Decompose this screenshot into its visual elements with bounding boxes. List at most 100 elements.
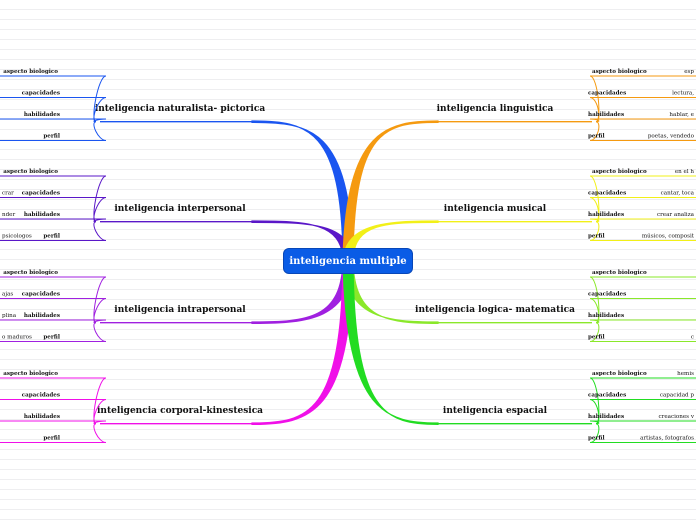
leaf-logica-1[interactable]: capacidades [588,292,696,324]
leaf-label: habilidades [588,112,624,118]
branch-label-musical[interactable]: inteligencia musical [444,204,547,214]
leaf-connector [589,121,600,141]
leaf-label: aspecto biologico [3,371,58,377]
leaf-connector [589,197,600,223]
branch-label-linguistica[interactable]: inteligencia linguistica [437,104,554,114]
leaf-text: c [691,335,694,341]
leaf-connector [93,322,107,342]
central-topic-label: inteligencia multiple [289,255,407,267]
leaf-connector [589,423,600,443]
leaf-label: habilidades [588,212,624,218]
leaf-text: ajas [2,292,13,298]
leaf-connector [93,175,107,223]
leaf-label: capacidades [22,393,60,399]
leaf-label: perfil [588,335,605,341]
leaf-text: psicologos [2,234,32,240]
branch-label-corporal[interactable]: inteligencia corporal-kinestesica [97,406,263,416]
leaf-naturalista-2[interactable]: habilidades [0,112,107,123]
leaf-interpersonal-3[interactable]: perfil psicologos [0,221,107,241]
leaves: aspecto biologico capacidades habilidades p… [0,69,696,443]
leaf-interpersonal-2[interactable]: habilidades nder [0,212,107,223]
leaf-label: aspecto biologico [3,270,58,276]
leaf-label: perfil [588,134,605,140]
leaf-connector [93,276,107,324]
leaf-text: hablar, e [669,112,694,118]
leaf-label: perfil [43,335,60,341]
leaf-espacial-2[interactable]: habilidades creaciones v [588,414,696,425]
leaf-text: cantar, toca [661,191,695,197]
leaf-connector [589,298,600,324]
leaf-logica-3[interactable]: perfil c [588,322,696,342]
leaf-text: creaciones v [659,414,695,420]
leaf-espacial-1[interactable]: capacidades capacidad p [588,393,696,425]
leaf-intrapersonal-2[interactable]: habilidades plina [0,313,107,324]
leaf-connector [93,221,107,241]
leaf-label: habilidades [24,414,60,420]
leaf-linguistica-3[interactable]: perfil poetas, vendedo [588,121,696,141]
leaf-label: habilidades [24,112,60,118]
leaf-linguistica-1[interactable]: capacidades lectura, [588,91,696,123]
branch-connector [342,120,439,261]
leaf-label: aspecto biologico [3,69,58,75]
leaf-label: perfil [43,134,60,140]
leaf-musical-1[interactable]: capacidades cantar, toca [588,191,696,223]
leaf-label: capacidades [22,91,60,97]
leaf-text: poetas, vendedo [648,134,695,140]
branches: inteligencia naturalista- pictorica intel… [95,104,592,426]
branch-connector [342,259,439,426]
leaf-text: artistas, fotografos [640,436,694,442]
leaf-label: habilidades [24,212,60,218]
leaf-intrapersonal-3[interactable]: perfil o maduros [0,322,107,342]
leaf-naturalista-3[interactable]: perfil [0,121,107,141]
leaf-text: hemis [677,371,694,377]
leaf-connector [93,75,107,123]
leaf-text: plina [2,313,17,319]
branch-connector [251,120,354,261]
leaf-label: habilidades [588,313,624,319]
branch-connector [251,259,354,426]
central-topic[interactable]: inteligencia multiple [284,249,412,273]
leaf-text: crar [2,191,14,197]
leaf-connector [589,399,600,425]
leaf-label: capacidades [588,191,626,197]
leaf-text: músicos, composit [642,233,695,240]
leaf-musical-3[interactable]: perfil músicos, composit [588,221,696,241]
leaf-label: capacidades [22,292,60,298]
leaf-label: capacidades [588,91,626,97]
leaf-label: aspecto biologico [592,69,647,75]
leaf-label: perfil [588,234,605,240]
leaf-label: perfil [588,436,605,442]
leaf-text: nder [2,212,15,218]
leaf-connector [589,97,600,123]
branch-label-interpersonal[interactable]: inteligencia interpersonal [114,204,246,214]
leaf-logica-2[interactable]: habilidades [588,313,696,324]
branch-label-intrapersonal[interactable]: inteligencia intrapersonal [114,305,246,315]
leaf-linguistica-2[interactable]: habilidades hablar, e [588,112,696,123]
leaf-label: aspecto biologico [3,169,58,175]
leaf-label: capacidades [22,191,60,197]
branch-label-naturalista[interactable]: inteligencia naturalista- pictorica [95,104,266,114]
leaf-corporal-2[interactable]: habilidades [0,414,107,425]
leaf-text: esp [684,69,694,75]
leaf-connector [589,221,600,241]
leaf-label: habilidades [588,414,624,420]
branch-label-logica[interactable]: inteligencia logica- matematica [415,305,575,315]
leaf-label: capacidades [588,292,626,298]
leaf-text: o maduros [2,335,32,341]
leaf-label: perfil [43,436,60,442]
leaf-connector [93,423,107,443]
leaf-connector [93,377,107,425]
leaf-text: crear analiza [657,212,695,218]
leaf-label: perfil [43,234,60,240]
leaf-text: en el h [675,169,695,175]
leaf-musical-2[interactable]: habilidades crear analiza [588,212,696,223]
leaf-text: lectura, [672,91,694,97]
leaf-label: habilidades [24,313,60,319]
leaf-label: capacidades [588,393,626,399]
leaf-text: capacidad p [660,393,695,399]
branch-label-espacial[interactable]: inteligencia espacial [443,406,548,416]
leaf-espacial-3[interactable]: perfil artistas, fotografos [588,423,696,443]
leaf-label: aspecto biologico [592,270,647,276]
leaf-corporal-3[interactable]: perfil [0,423,107,443]
